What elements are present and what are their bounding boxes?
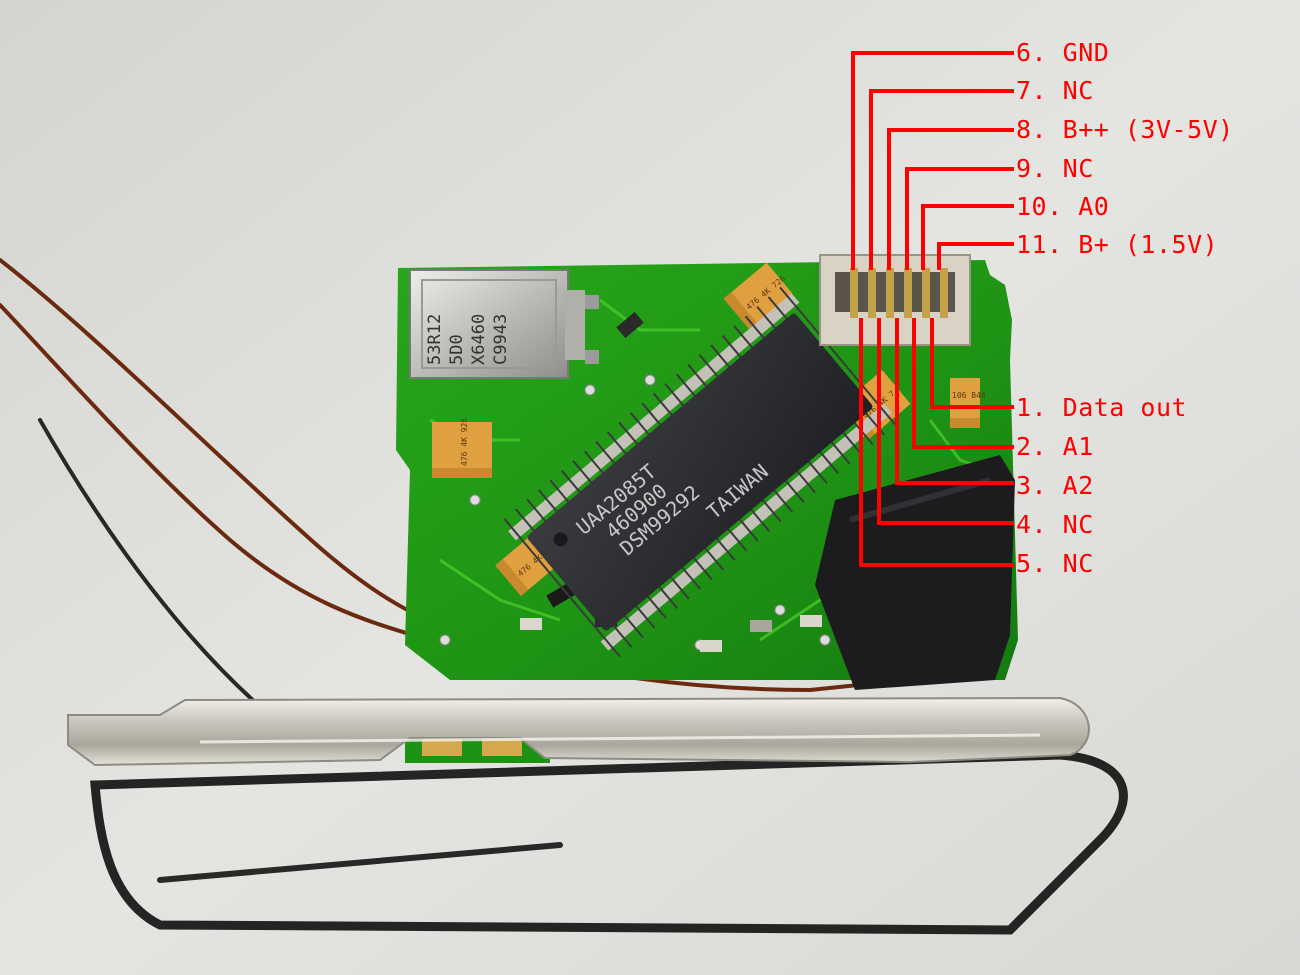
crystal-marking: C9943 <box>491 314 511 365</box>
pin-label-2: 2. A1 <box>1016 432 1094 461</box>
antenna-wire <box>0 258 987 693</box>
pin-label-5: 5. NC <box>1016 549 1094 578</box>
key-blade <box>67 696 1090 767</box>
pin-label-9: 9. NC <box>1016 154 1094 183</box>
capacitor-marking: 106 B44 <box>952 391 986 400</box>
capacitor: 106 B44 <box>950 378 986 428</box>
pin-label-10: 10. A0 <box>1016 192 1110 221</box>
main-ic: UAA2085T 460900 DSM99292 TAIWAN <box>503 286 897 658</box>
smd-components <box>520 295 822 652</box>
pin-label-11: 11. B+ (1.5V) <box>1016 230 1219 259</box>
pin-label-4: 4. NC <box>1016 510 1094 539</box>
capacitor-marking: 476 4K 926 <box>460 418 469 466</box>
pin-label-1: 1. Data out <box>1016 393 1188 422</box>
pin-label-8: 8. B++ (3V-5V) <box>1016 115 1234 144</box>
pin-label-6: 6. GND <box>1016 38 1110 67</box>
crystal-oscillator: 53R12 5D0 X6460 C9943 <box>409 269 585 379</box>
crystal-marking: 53R12 <box>425 314 445 365</box>
capacitor: 476 4K 926 <box>432 418 492 478</box>
crystal-marking: 5D0 <box>447 334 467 365</box>
pin-label-3: 3. A2 <box>1016 471 1094 500</box>
crystal-marking: X6460 <box>469 314 489 365</box>
pin-label-7: 7. NC <box>1016 76 1094 105</box>
pin-leader-lines <box>851 51 1014 567</box>
